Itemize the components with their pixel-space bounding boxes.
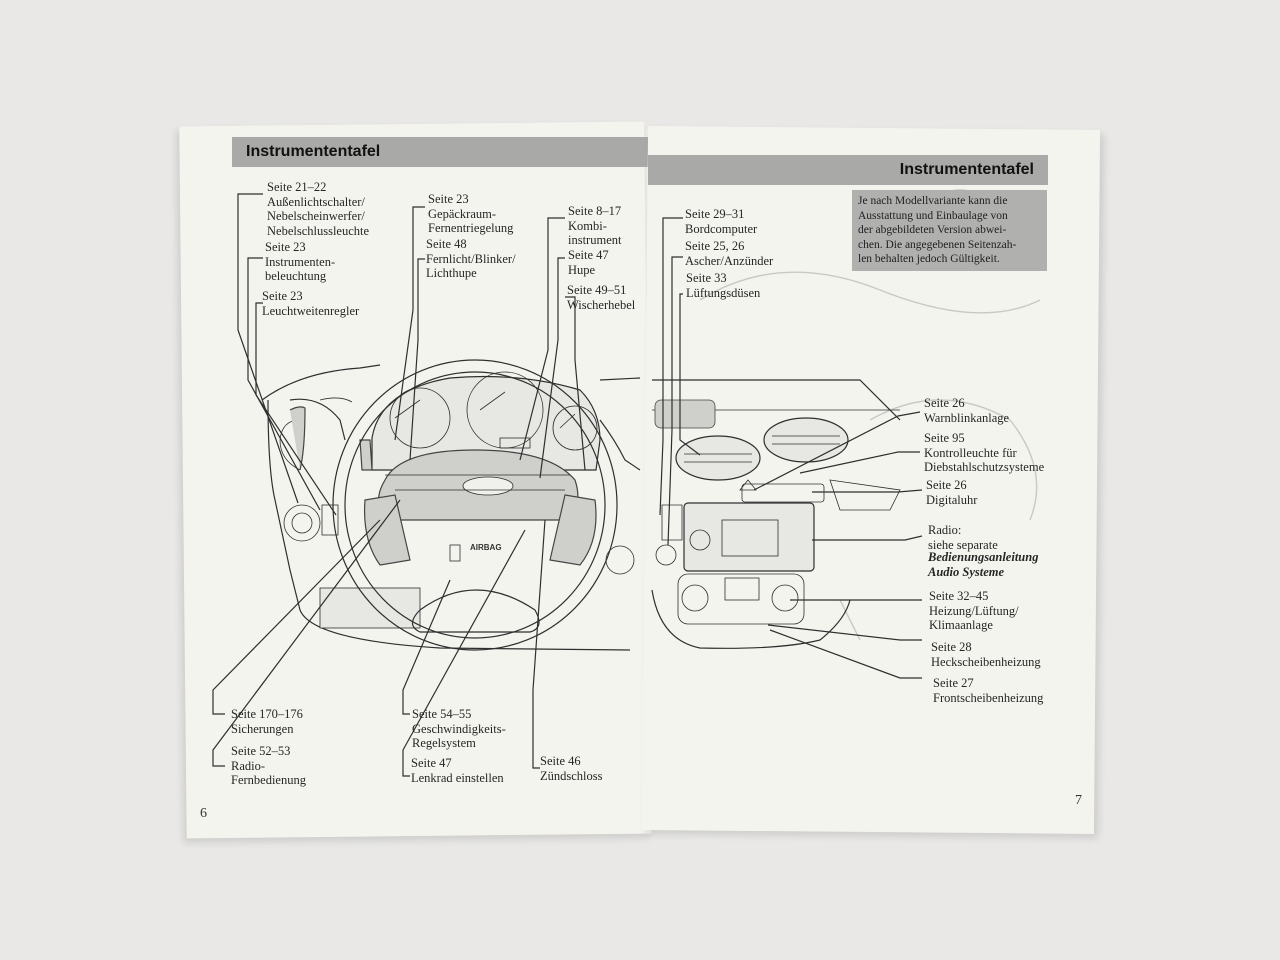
label-gepaeckraum: Seite 23 Gepäckraum- Fernentriegelung: [428, 192, 514, 235]
label-heckscheibenheizung: Seite 28 Heckscheibenheizung: [931, 640, 1041, 669]
label-sicherungen: Seite 170–176 Sicherungen: [231, 707, 303, 736]
leader-lines-right: [659, 217, 923, 679]
label-digitaluhr: Seite 26 Digitaluhr: [926, 478, 978, 507]
airbag-badge: AIRBAG: [470, 543, 502, 552]
label-kombiinstrument: Seite 8–17 Kombi- instrument: [568, 204, 622, 247]
label-hupe: Seite 47 Hupe: [568, 248, 609, 277]
label-audio-anleitung: Bedienungsanleitung Audio Systeme: [928, 550, 1039, 579]
label-radio: Radio: siehe separate: [928, 523, 998, 552]
label-geschwindigkeitsregelsystem: Seite 54–55 Geschwindigkeits- Regelsyste…: [412, 707, 506, 750]
label-aussenlichtschalter: Seite 21–22 Außenlichtschalter/ Nebelsch…: [267, 180, 370, 238]
label-frontscheibenheizung: Seite 27 Frontscheibenheizung: [933, 676, 1044, 705]
center-console: [651, 379, 901, 649]
label-ascher: Seite 25, 26 Ascher/Anzünder: [685, 239, 774, 268]
leader-lines-left: [212, 193, 586, 777]
light-switch: [283, 504, 339, 542]
dashboard-outline: [261, 364, 641, 651]
label-leuchtweitenregler: Seite 23 Leuchtweitenregler: [262, 289, 360, 318]
left-page-number: 6: [200, 806, 207, 821]
label-heizung: Seite 32–45 Heizung/Lüftung/ Klimaanlage: [929, 589, 1019, 632]
label-bordcomputer: Seite 29–31 Bordcomputer: [685, 207, 758, 236]
label-fernlicht: Seite 48 Fernlicht/Blinker/ Lichthupe: [426, 237, 516, 280]
model-variant-note: Je nach Modellvariante kann die Ausstatt…: [852, 190, 1047, 271]
label-lueftungsduesen: Seite 33 Lüftungsdüsen: [686, 271, 761, 300]
label-warnblinkanlage: Seite 26 Warnblinkanlage: [924, 396, 1010, 425]
label-wischerhebel: Seite 49–51 Wischerhebel: [567, 283, 636, 312]
label-zuendschloss: Seite 46 Zündschloss: [540, 754, 603, 783]
right-page-header: Instrumententafel: [648, 155, 1048, 185]
label-diebstahlschutz: Seite 95 Kontrolleuchte für Diebstahlsch…: [924, 431, 1045, 474]
right-page-number: 7: [1075, 793, 1082, 808]
label-radio-fernbedienung: Seite 52–53 Radio- Fernbedienung: [231, 744, 306, 787]
left-page-header: Instrumententafel: [232, 137, 660, 167]
label-instrumentenbeleuchtung: Seite 23 Instrumenten- beleuchtung: [265, 240, 336, 283]
steering-wheel: AIRBAG: [332, 359, 618, 651]
label-lenkrad-einstellen: Seite 47 Lenkrad einstellen: [411, 756, 504, 785]
